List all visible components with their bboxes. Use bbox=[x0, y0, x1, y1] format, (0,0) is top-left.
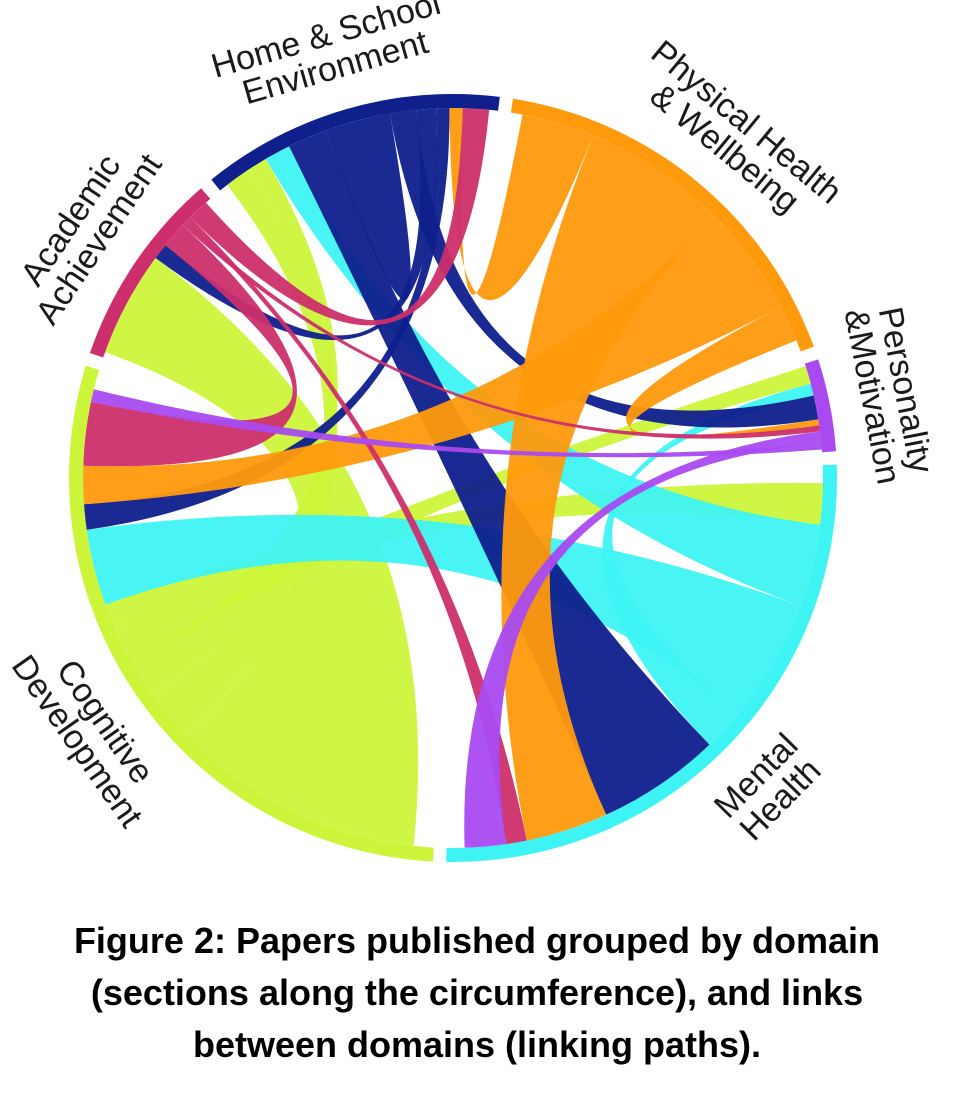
chord-ribbons bbox=[82, 107, 823, 848]
ribbon-phys-to-home-13 bbox=[449, 107, 594, 301]
arc-pers bbox=[804, 359, 837, 453]
ribbon-phys-to-cog-15 bbox=[82, 217, 782, 505]
ribbon-acad-to-home-20 bbox=[190, 108, 490, 326]
ribbon-home-to-home-9 bbox=[325, 113, 411, 301]
ribbon-cog-to-mental-4 bbox=[105, 482, 823, 629]
ribbon-pers-to-mental-21 bbox=[464, 431, 822, 848]
domain-arcs bbox=[68, 93, 837, 862]
ribbon-mental-to-home-5 bbox=[265, 146, 820, 606]
caption-line-1: Figure 2: Papers published grouped by do… bbox=[73, 920, 881, 961]
arc-acad bbox=[89, 188, 211, 358]
ribbon-home-to-mental-8 bbox=[289, 130, 710, 815]
ribbon-phys-to-pers-16 bbox=[626, 306, 820, 438]
ribbon-phys-to-mental-14 bbox=[501, 135, 716, 841]
ribbon-pers-to-cog-22 bbox=[90, 389, 822, 458]
arc-home bbox=[211, 93, 500, 191]
ribbon-cog-to-pers-3 bbox=[115, 366, 811, 664]
ribbon-mental-to-pers-7 bbox=[602, 383, 814, 745]
ribbon-cog-to-acad-0 bbox=[105, 258, 419, 846]
label-pers: Personality&Motivation bbox=[837, 304, 941, 487]
ribbon-mental-to-cog-6 bbox=[86, 514, 801, 715]
caption-line-3: between domains (linking paths). bbox=[192, 1024, 762, 1065]
figure-caption: Figure 2: Papers published grouped by do… bbox=[0, 915, 954, 1071]
ribbon-acad-to-cog-17 bbox=[83, 225, 297, 467]
caption-line-2: (sections along the circumference), and … bbox=[90, 972, 864, 1013]
ribbon-cog-to-home-1 bbox=[153, 169, 338, 735]
